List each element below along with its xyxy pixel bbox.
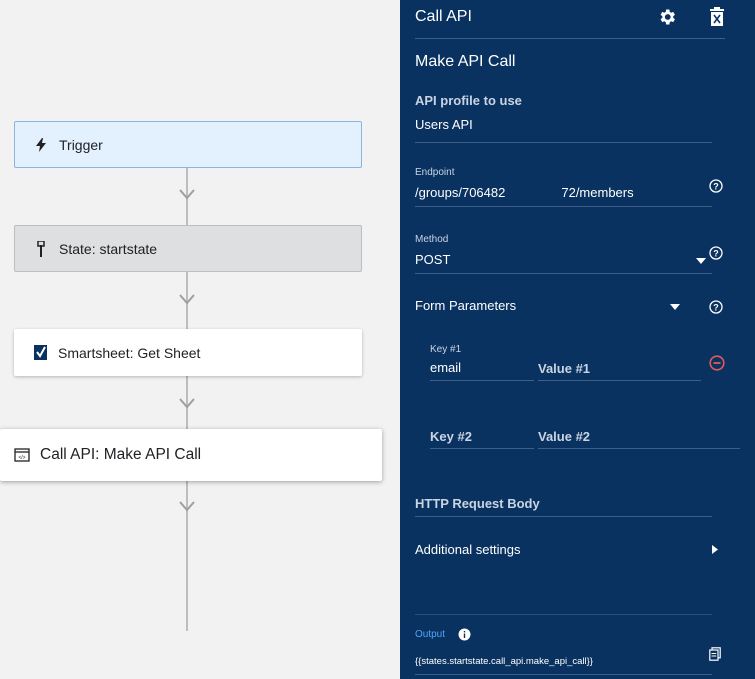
api-profile-label: API profile to use xyxy=(415,93,522,108)
endpoint-label: Endpoint xyxy=(415,167,455,178)
field-underline xyxy=(430,380,534,381)
flow-node-label: Smartsheet: Get Sheet xyxy=(58,344,201,361)
divider xyxy=(415,38,725,39)
gear-icon[interactable] xyxy=(657,7,677,27)
svg-text:?: ? xyxy=(713,182,719,192)
value-1-input[interactable]: Value #1 xyxy=(538,361,591,376)
lightning-icon xyxy=(31,135,51,155)
connector-line xyxy=(186,272,188,329)
connector-line xyxy=(186,376,188,429)
http-request-body-input[interactable]: HTTP Request Body xyxy=(415,496,540,511)
flow-node-state[interactable]: State: startstate xyxy=(14,225,362,272)
flow-node-call-api[interactable]: </> Call API: Make API Call xyxy=(0,429,382,481)
additional-settings-toggle[interactable]: Additional settings xyxy=(415,542,521,557)
chevron-down-icon xyxy=(179,189,195,200)
field-underline xyxy=(415,142,712,143)
endpoint-value-suffix: 72/members xyxy=(561,185,634,200)
form-parameters-label: Form Parameters xyxy=(415,298,517,313)
help-icon[interactable]: ? xyxy=(709,179,723,193)
panel-title: Call API xyxy=(415,8,472,25)
flow-node-label: Call API: Make API Call xyxy=(40,446,202,463)
chevron-right-icon[interactable] xyxy=(712,545,718,554)
copy-icon[interactable] xyxy=(709,647,721,661)
field-underline xyxy=(415,674,712,675)
svg-text:?: ? xyxy=(713,303,719,313)
field-underline xyxy=(538,448,740,449)
output-value: {{states.startstate.call_api.make_api_ca… xyxy=(415,656,593,667)
trash-icon[interactable] xyxy=(709,7,725,27)
endpoint-input[interactable]: /groups/706482 72/members xyxy=(415,185,634,200)
flow-canvas[interactable]: Trigger State: startstate Smartsheet: Ge… xyxy=(0,0,400,679)
connector-line xyxy=(186,481,188,631)
svg-text:</>: </> xyxy=(18,455,25,461)
chevron-down-icon xyxy=(179,294,195,305)
endpoint-value-prefix: /groups/706482 xyxy=(415,185,506,200)
divider xyxy=(415,614,712,615)
action-title: Make API Call xyxy=(415,53,516,70)
svg-text:?: ? xyxy=(713,249,719,259)
api-window-icon: </> xyxy=(12,445,32,465)
remove-circle-icon[interactable] xyxy=(709,355,725,371)
key-1-input[interactable]: email xyxy=(430,360,462,375)
flow-node-trigger[interactable]: Trigger xyxy=(14,121,362,168)
chevron-down-icon xyxy=(179,398,195,409)
smartsheet-logo-icon xyxy=(30,343,50,363)
dropdown-arrow-icon[interactable] xyxy=(670,304,680,310)
value-2-input[interactable]: Value #2 xyxy=(538,429,591,444)
key-1-label: Key #1 xyxy=(430,344,462,355)
method-label: Method xyxy=(415,234,449,245)
flow-node-smartsheet[interactable]: Smartsheet: Get Sheet xyxy=(14,329,362,376)
field-underline xyxy=(538,380,701,381)
method-select[interactable]: POST xyxy=(415,252,451,267)
field-underline xyxy=(415,273,712,274)
field-underline xyxy=(430,448,534,449)
help-icon[interactable]: ? xyxy=(709,300,723,314)
field-underline xyxy=(415,206,712,207)
output-label: Output xyxy=(415,629,446,640)
chevron-down-icon xyxy=(179,501,195,512)
dropdown-arrow-icon[interactable] xyxy=(696,258,706,264)
api-profile-select[interactable]: Users API xyxy=(415,117,473,132)
key-2-input[interactable]: Key #2 xyxy=(430,429,472,444)
field-underline xyxy=(415,516,712,517)
flag-icon xyxy=(31,239,51,259)
flow-node-label: State: startstate xyxy=(59,240,158,257)
action-settings-panel: Call API Make API Call API profile to us… xyxy=(400,0,755,679)
info-icon[interactable] xyxy=(458,628,471,641)
help-icon[interactable]: ? xyxy=(709,246,723,260)
flow-node-label: Trigger xyxy=(59,136,103,153)
